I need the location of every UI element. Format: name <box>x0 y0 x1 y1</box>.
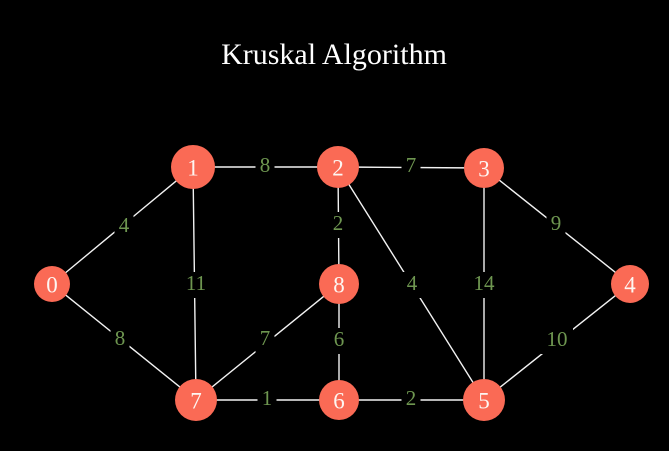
page-title: Kruskal Algorithm <box>221 38 447 71</box>
graph-node-8[interactable]: 8 <box>319 264 359 304</box>
node-circle[interactable] <box>34 266 70 302</box>
edge-weight-label: 8 <box>260 153 271 177</box>
graph-node-0[interactable]: 0 <box>34 266 70 302</box>
edge-label-backdrop <box>329 328 349 354</box>
edge-label-backdrop <box>541 328 573 354</box>
node-label: 8 <box>333 273 345 298</box>
edge-weight-label: 6 <box>334 327 345 351</box>
node-label: 2 <box>332 156 344 181</box>
edge-label-backdrop <box>546 212 566 238</box>
node-circle[interactable] <box>464 148 504 188</box>
edge-weight-label: 7 <box>260 326 271 350</box>
node-circle[interactable] <box>463 379 505 421</box>
edge-label-backdrop <box>328 212 348 238</box>
edge-label-backdrop <box>110 327 130 353</box>
edge-weight-label: 14 <box>474 271 496 295</box>
node-label: 6 <box>333 389 345 414</box>
edge-weight-label: 2 <box>406 386 417 410</box>
edge-weight-label: 4 <box>119 213 130 237</box>
edge-weight-label: 9 <box>551 211 562 235</box>
edge-label-backdrop <box>401 387 421 413</box>
graph-node-2[interactable]: 2 <box>317 146 359 188</box>
edge-label-backdrop <box>401 154 421 180</box>
graph-node-3[interactable]: 3 <box>464 148 504 188</box>
graph-node-7[interactable]: 7 <box>175 379 217 421</box>
nodes-layer: 0 1 2 3 4 5 6 7 8 <box>34 145 649 421</box>
edge-weight-label: 8 <box>115 326 126 350</box>
edge-label-backdrop <box>255 327 275 353</box>
node-circle[interactable] <box>611 265 649 303</box>
edge-label-backdrop <box>180 272 212 298</box>
edge-label-backdrop <box>468 272 500 298</box>
graph-node-4[interactable]: 4 <box>611 265 649 303</box>
node-circle[interactable] <box>175 379 217 421</box>
edge-weight-label: 1 <box>262 386 273 410</box>
edge-label-backdrop <box>114 214 134 240</box>
graph-node-5[interactable]: 5 <box>463 379 505 421</box>
node-label: 3 <box>478 157 490 182</box>
edge-weight-label: 10 <box>547 327 568 351</box>
edge-weight-label: 4 <box>407 271 418 295</box>
edge-label-backdrop <box>257 387 277 413</box>
node-circle[interactable] <box>171 145 215 189</box>
edge-label-backdrop <box>402 272 422 298</box>
node-label: 7 <box>190 389 202 414</box>
edge-label-backdrop <box>255 154 275 180</box>
node-label: 4 <box>624 273 636 298</box>
edge-weight-label: 11 <box>186 271 206 295</box>
edge-weight-label: 2 <box>333 211 344 235</box>
edge-weight-label: 7 <box>406 153 417 177</box>
graph-node-1[interactable]: 1 <box>171 145 215 189</box>
graph-node-6[interactable]: 6 <box>319 380 359 420</box>
node-circle[interactable] <box>317 146 359 188</box>
node-label: 0 <box>46 273 58 298</box>
node-circle[interactable] <box>319 380 359 420</box>
node-circle[interactable] <box>319 264 359 304</box>
node-label: 5 <box>478 389 490 414</box>
edge-weight-labels-layer: 4 8 8 11 7 2 4 9 14 10 2 1 6 7 <box>110 153 573 413</box>
node-label: 1 <box>187 156 199 181</box>
